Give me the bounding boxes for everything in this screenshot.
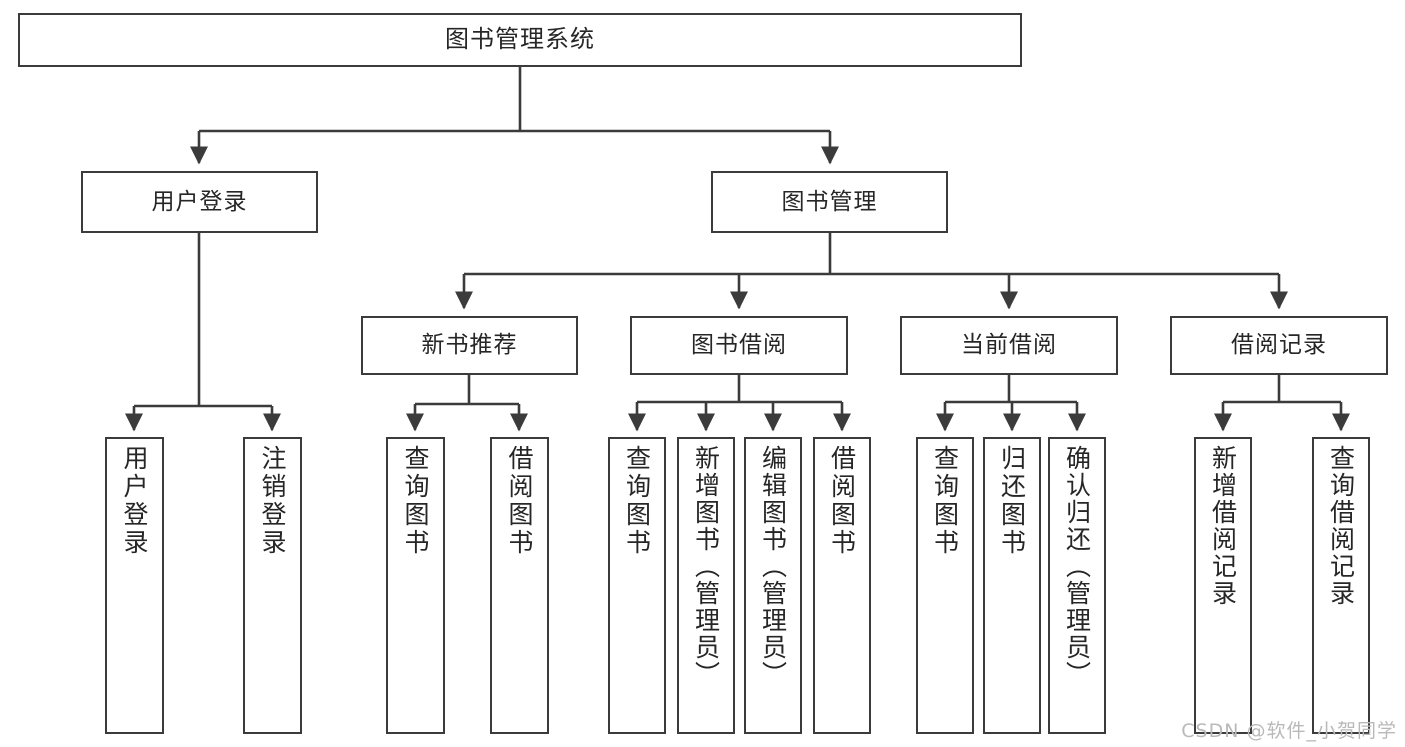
leaf-edit-book[interactable]: 编辑图书（管理员） — [744, 437, 802, 734]
leaf-query-book-2[interactable]: 查询图书 — [608, 437, 666, 734]
node-book-manage-label: 图书管理 — [781, 188, 878, 215]
leaf-edit-book-label: 编辑图书（管理员） — [758, 445, 788, 688]
leaf-query-book-1[interactable]: 查询图书 — [386, 437, 445, 734]
node-book-borrow[interactable]: 图书借阅 — [630, 316, 848, 375]
node-root[interactable]: 图书管理系统 — [18, 13, 1022, 67]
node-user-login[interactable]: 用户登录 — [81, 171, 318, 233]
leaf-query-book-2-label: 查询图书 — [622, 445, 652, 557]
leaf-add-book[interactable]: 新增图书（管理员） — [677, 437, 735, 734]
leaf-borrow-book-2[interactable]: 借阅图书 — [813, 437, 871, 734]
node-current-borrow[interactable]: 当前借阅 — [900, 316, 1118, 375]
leaf-return-book-label: 归还图书 — [997, 445, 1027, 557]
node-new-book-recommend[interactable]: 新书推荐 — [361, 316, 578, 375]
leaf-user-logout[interactable]: 注销登录 — [243, 437, 302, 734]
leaf-add-record[interactable]: 新增借阅记录 — [1194, 437, 1252, 734]
leaf-add-book-label: 新增图书（管理员） — [691, 445, 721, 688]
leaf-user-logout-label: 注销登录 — [258, 445, 287, 557]
node-book-borrow-label: 图书借阅 — [691, 332, 787, 359]
node-current-borrow-label: 当前借阅 — [961, 332, 1057, 359]
leaf-query-record-label: 查询借阅记录 — [1326, 445, 1356, 607]
leaf-query-book-1-label: 查询图书 — [401, 445, 430, 557]
leaf-borrow-book-1[interactable]: 借阅图书 — [490, 437, 549, 734]
leaf-query-book-3-label: 查询图书 — [930, 445, 960, 557]
leaf-borrow-book-1-label: 借阅图书 — [505, 445, 534, 557]
leaf-confirm-return-label: 确认归还（管理员） — [1062, 445, 1092, 688]
leaf-query-record[interactable]: 查询借阅记录 — [1312, 437, 1370, 734]
node-borrow-record-label: 借阅记录 — [1231, 332, 1327, 359]
leaf-add-record-label: 新增借阅记录 — [1208, 445, 1238, 607]
leaf-return-book[interactable]: 归还图书 — [983, 437, 1041, 734]
node-book-manage[interactable]: 图书管理 — [711, 171, 948, 233]
leaf-user-login[interactable]: 用户登录 — [105, 437, 164, 734]
node-user-login-label: 用户登录 — [151, 188, 248, 215]
node-borrow-record[interactable]: 借阅记录 — [1170, 316, 1388, 375]
leaf-user-login-label: 用户登录 — [120, 445, 149, 557]
leaf-borrow-book-2-label: 借阅图书 — [827, 445, 857, 557]
leaf-query-book-3[interactable]: 查询图书 — [916, 437, 974, 734]
node-root-label: 图书管理系统 — [445, 25, 595, 54]
leaf-confirm-return[interactable]: 确认归还（管理员） — [1048, 437, 1106, 734]
node-new-book-recommend-label: 新书推荐 — [421, 332, 518, 359]
